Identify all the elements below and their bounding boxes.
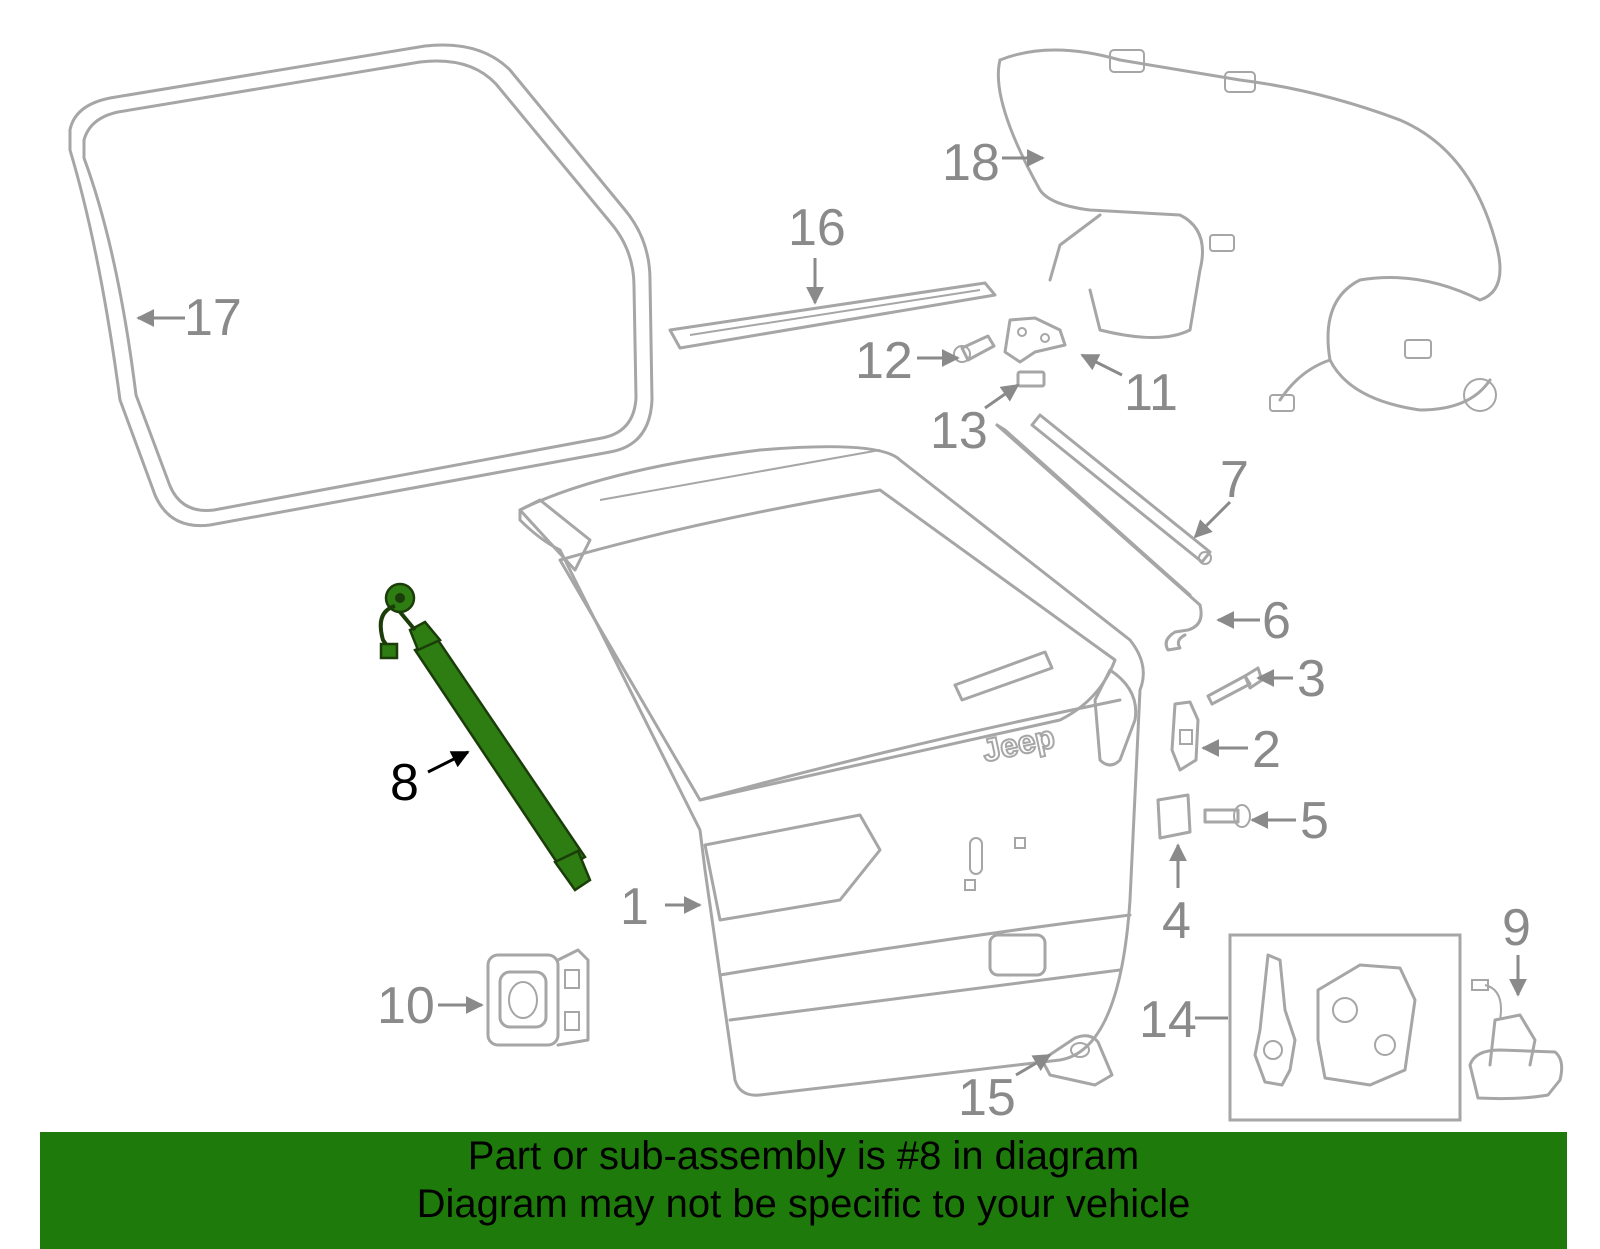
callout-arrows — [136, 149, 1527, 1077]
part-17-weatherstrip — [68, 43, 654, 528]
banner-line-disclaimer: Diagram may not be specific to your vehi… — [416, 1182, 1191, 1226]
callout-18: 18 — [942, 134, 1000, 192]
part-14-latch-assembly — [1228, 933, 1462, 1122]
part-7-strut — [1030, 413, 1212, 565]
part-16-strip — [668, 281, 997, 350]
part-2-bracket — [1170, 700, 1200, 772]
callout-12: 12 — [855, 332, 913, 390]
callout-3: 3 — [1297, 650, 1326, 708]
callout-10: 10 — [377, 977, 435, 1035]
callout-16: 16 — [788, 199, 846, 257]
callout-13: 13 — [930, 402, 988, 460]
callout-numbers: 17 16 18 12 11 13 7 6 3 2 4 5 1 10 14 15… — [184, 134, 1531, 1127]
callout-14: 14 — [1139, 991, 1197, 1049]
part-13-clip — [1016, 370, 1046, 388]
part-6-arm — [995, 423, 1203, 652]
part-18-wiring-harness — [996, 48, 1502, 412]
callout-1: 1 — [620, 878, 649, 936]
part-15-bumper-stop — [1040, 1034, 1114, 1087]
part-4-plate — [1156, 793, 1192, 840]
part-11-hinge — [1003, 316, 1067, 364]
callout-4: 4 — [1162, 892, 1191, 950]
notice-banner: Part or sub-assembly is #8 in diagram Di… — [40, 1132, 1567, 1249]
callout-9: 9 — [1502, 899, 1531, 957]
part-1-liftgate — [518, 445, 1145, 1097]
callout-8: 8 — [390, 754, 419, 812]
callout-11: 11 — [1124, 364, 1178, 422]
banner-line-part: Part or sub-assembly is #8 in diagram — [467, 1134, 1140, 1178]
part-12-bolt — [953, 334, 996, 363]
callout-2: 2 — [1252, 721, 1281, 779]
part-8-power-strut — [378, 582, 592, 892]
part-9-handle — [1468, 979, 1564, 1101]
part-10-switch — [486, 948, 590, 1047]
part-5-screw — [1203, 804, 1251, 828]
callout-6: 6 — [1262, 592, 1291, 650]
jeep-logo: Jeep — [979, 718, 1058, 768]
callout-17: 17 — [184, 289, 242, 347]
part-3-pin — [1206, 666, 1264, 706]
callout-5: 5 — [1300, 792, 1329, 850]
parts-diagram: Jeep — [68, 43, 1564, 1127]
callout-15: 15 — [958, 1069, 1016, 1127]
callout-7: 7 — [1220, 451, 1249, 509]
